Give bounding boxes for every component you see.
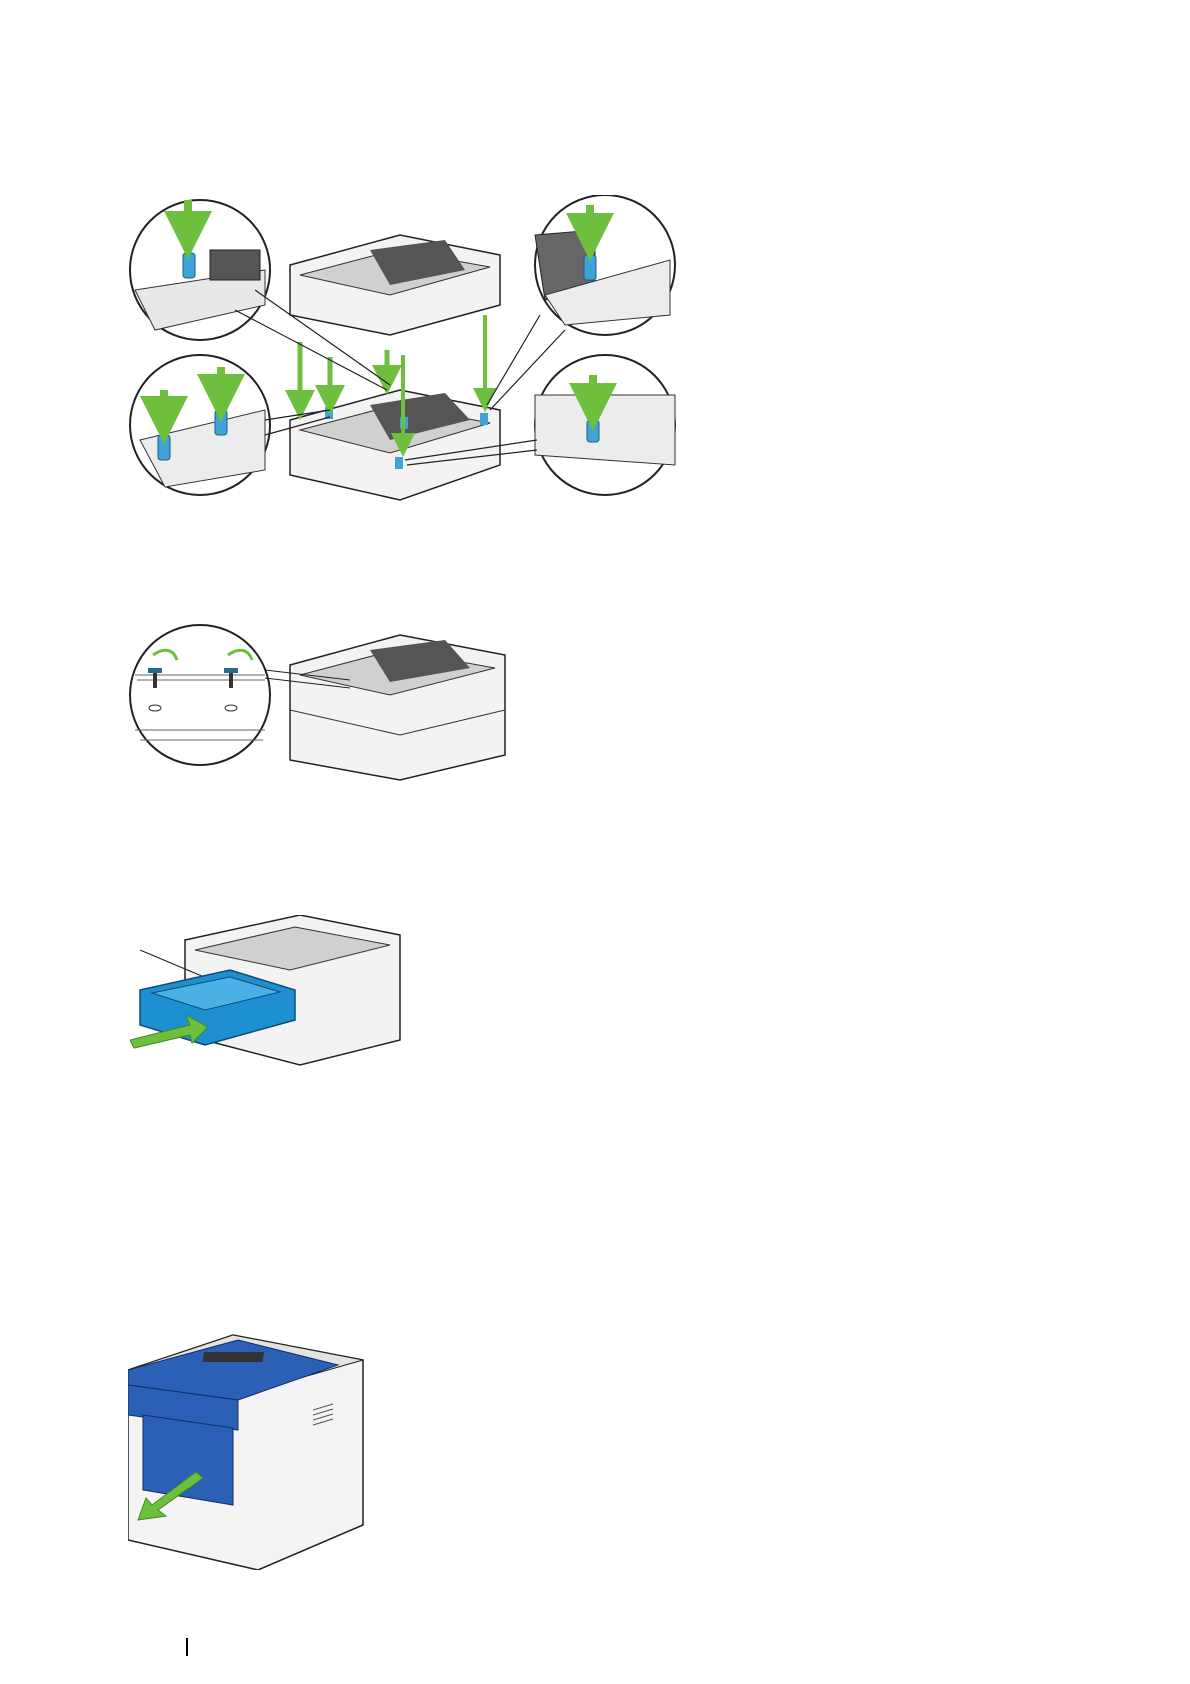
detail-circle-screws — [130, 625, 270, 765]
front-panel — [143, 1415, 233, 1505]
screw-fastening-illustration — [125, 620, 565, 790]
upper-feeder-unit — [290, 235, 500, 335]
detail-circle-bottom-right — [535, 355, 675, 495]
paper-tray-insert-illustration — [130, 915, 450, 1070]
printer-open-tray-illustration — [128, 1330, 398, 1570]
lower-feeder-unit — [290, 390, 500, 500]
printer-stack-alignment-illustration — [125, 195, 715, 540]
detail-circle-top-right — [535, 195, 675, 335]
detail-circle-top-left — [130, 200, 270, 340]
stacked-feeder-units — [290, 635, 505, 780]
detail-circle-bottom-left — [130, 355, 270, 495]
footer-rule — [186, 1638, 188, 1656]
